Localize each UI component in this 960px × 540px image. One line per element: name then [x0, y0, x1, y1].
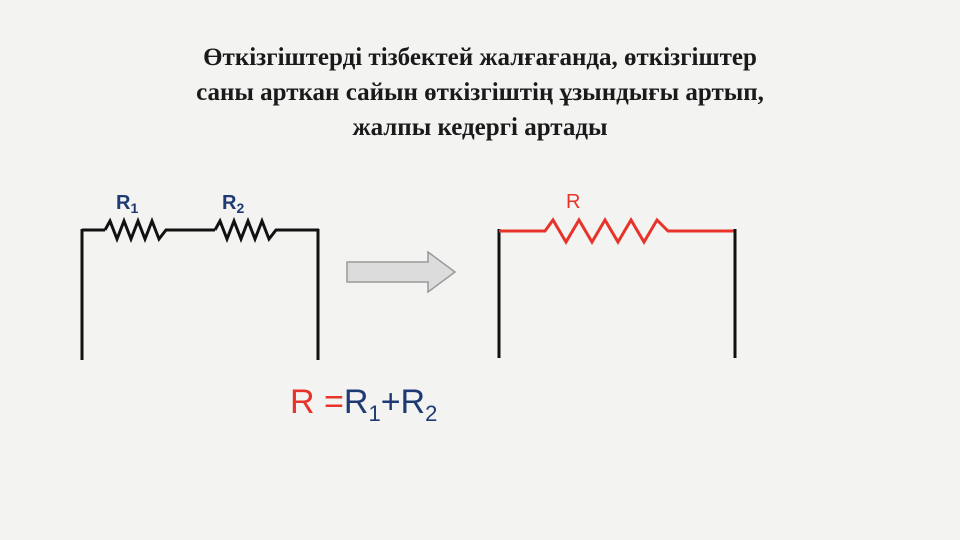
series-circuit — [80, 216, 320, 360]
formula: R =R1+R2 — [290, 383, 437, 427]
formula-r1-sub: 1 — [368, 401, 381, 426]
formula-r2: R — [400, 383, 426, 421]
arrow-right-icon — [346, 250, 457, 294]
formula-r2-sub: 2 — [425, 401, 438, 426]
resistor-r2 — [213, 216, 285, 244]
resistor-r1 — [103, 216, 172, 244]
formula-r: R — [290, 383, 315, 421]
title-line-2: саны арткан сайын өткізгіштің ұзындығы а… — [196, 79, 764, 106]
formula-r1: R — [343, 383, 369, 421]
title-line-1: Өткізгіштерді тізбектей жалғағанда, өткі… — [203, 44, 757, 71]
title-line-3: жалпы кедергі артады — [352, 114, 608, 141]
formula-plus: + — [380, 383, 401, 421]
slide-title: Өткізгіштерді тізбектей жалғағанда, өткі… — [0, 40, 960, 145]
r-label: R — [566, 191, 580, 213]
r1-label: R1 — [116, 192, 138, 216]
equivalent-circuit — [497, 217, 737, 358]
formula-equals: = — [314, 383, 344, 421]
resistor-r — [499, 217, 735, 245]
r2-label: R2 — [222, 192, 244, 216]
